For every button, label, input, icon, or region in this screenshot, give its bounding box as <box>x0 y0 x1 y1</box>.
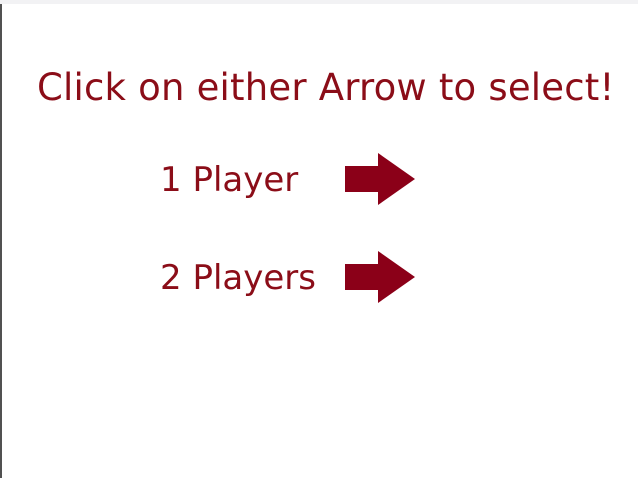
select-2-players-arrow-button[interactable] <box>344 248 418 306</box>
right-arrow-icon <box>345 251 415 303</box>
window-left-border <box>0 4 2 478</box>
page-title: Click on either Arrow to select! <box>37 66 615 109</box>
option-label-2-players: 2 Players <box>160 258 316 298</box>
option-row-2-players: 2 Players <box>0 248 638 308</box>
option-label-1-player: 1 Player <box>160 160 299 200</box>
right-arrow-icon <box>345 153 415 205</box>
select-1-player-arrow-button[interactable] <box>344 150 418 208</box>
option-row-1-player: 1 Player <box>0 150 638 210</box>
window-top-strip <box>0 0 638 4</box>
